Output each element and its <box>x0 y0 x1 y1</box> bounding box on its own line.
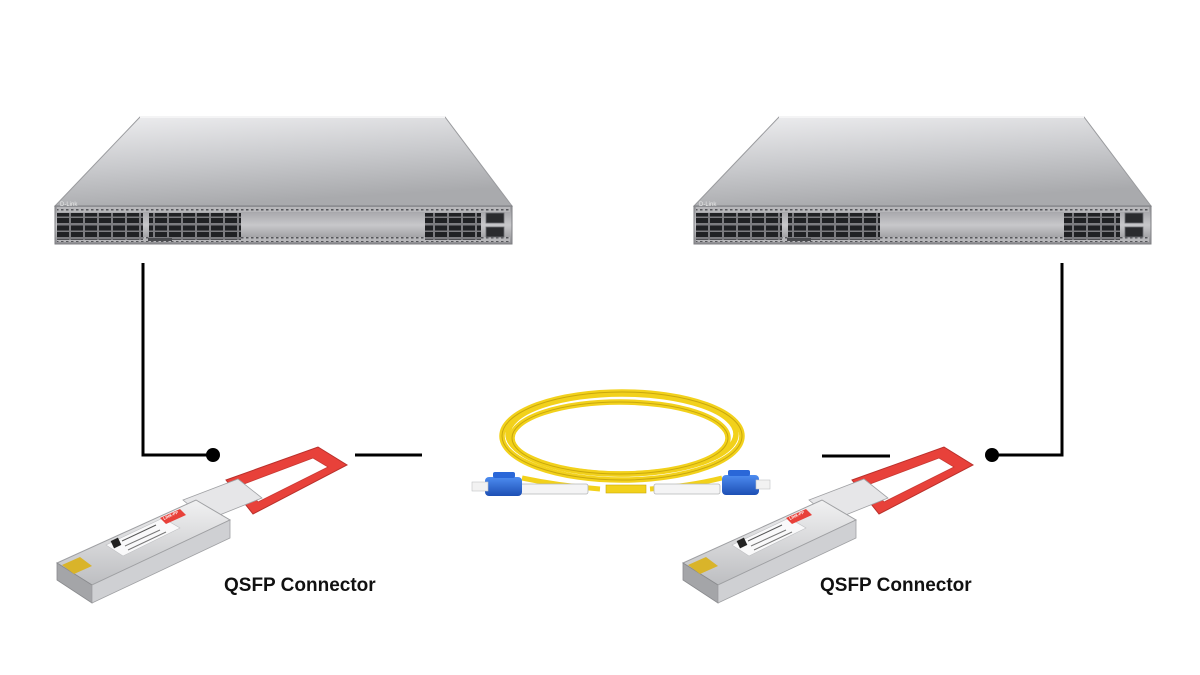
left-connector-label: QSFP Connector <box>224 575 376 596</box>
right-connection-dot <box>985 448 999 462</box>
switch-left-brand: D-Link <box>60 202 78 208</box>
right-connector-label: QSFP Connector <box>820 575 972 596</box>
lc-connector-right <box>722 470 771 495</box>
left-module-brand: LINK-PP <box>162 509 179 520</box>
right-connection-line <box>992 263 1064 457</box>
left-connection-line <box>141 263 213 457</box>
left-connection-dot <box>206 448 220 462</box>
connection-lines <box>141 263 1064 462</box>
qsfp-module-left: LINK-PP <box>56 446 348 604</box>
lc-connector-left <box>471 472 522 496</box>
qsfp-module-right: LINK-PP <box>682 446 974 604</box>
switch-right: D-Link <box>693 116 1152 245</box>
switch-left: D-Link <box>54 116 513 245</box>
right-module-brand: LINK-PP <box>788 509 805 520</box>
switch-right-brand: D-Link <box>699 202 717 208</box>
fiber-patch-cable <box>471 389 771 496</box>
